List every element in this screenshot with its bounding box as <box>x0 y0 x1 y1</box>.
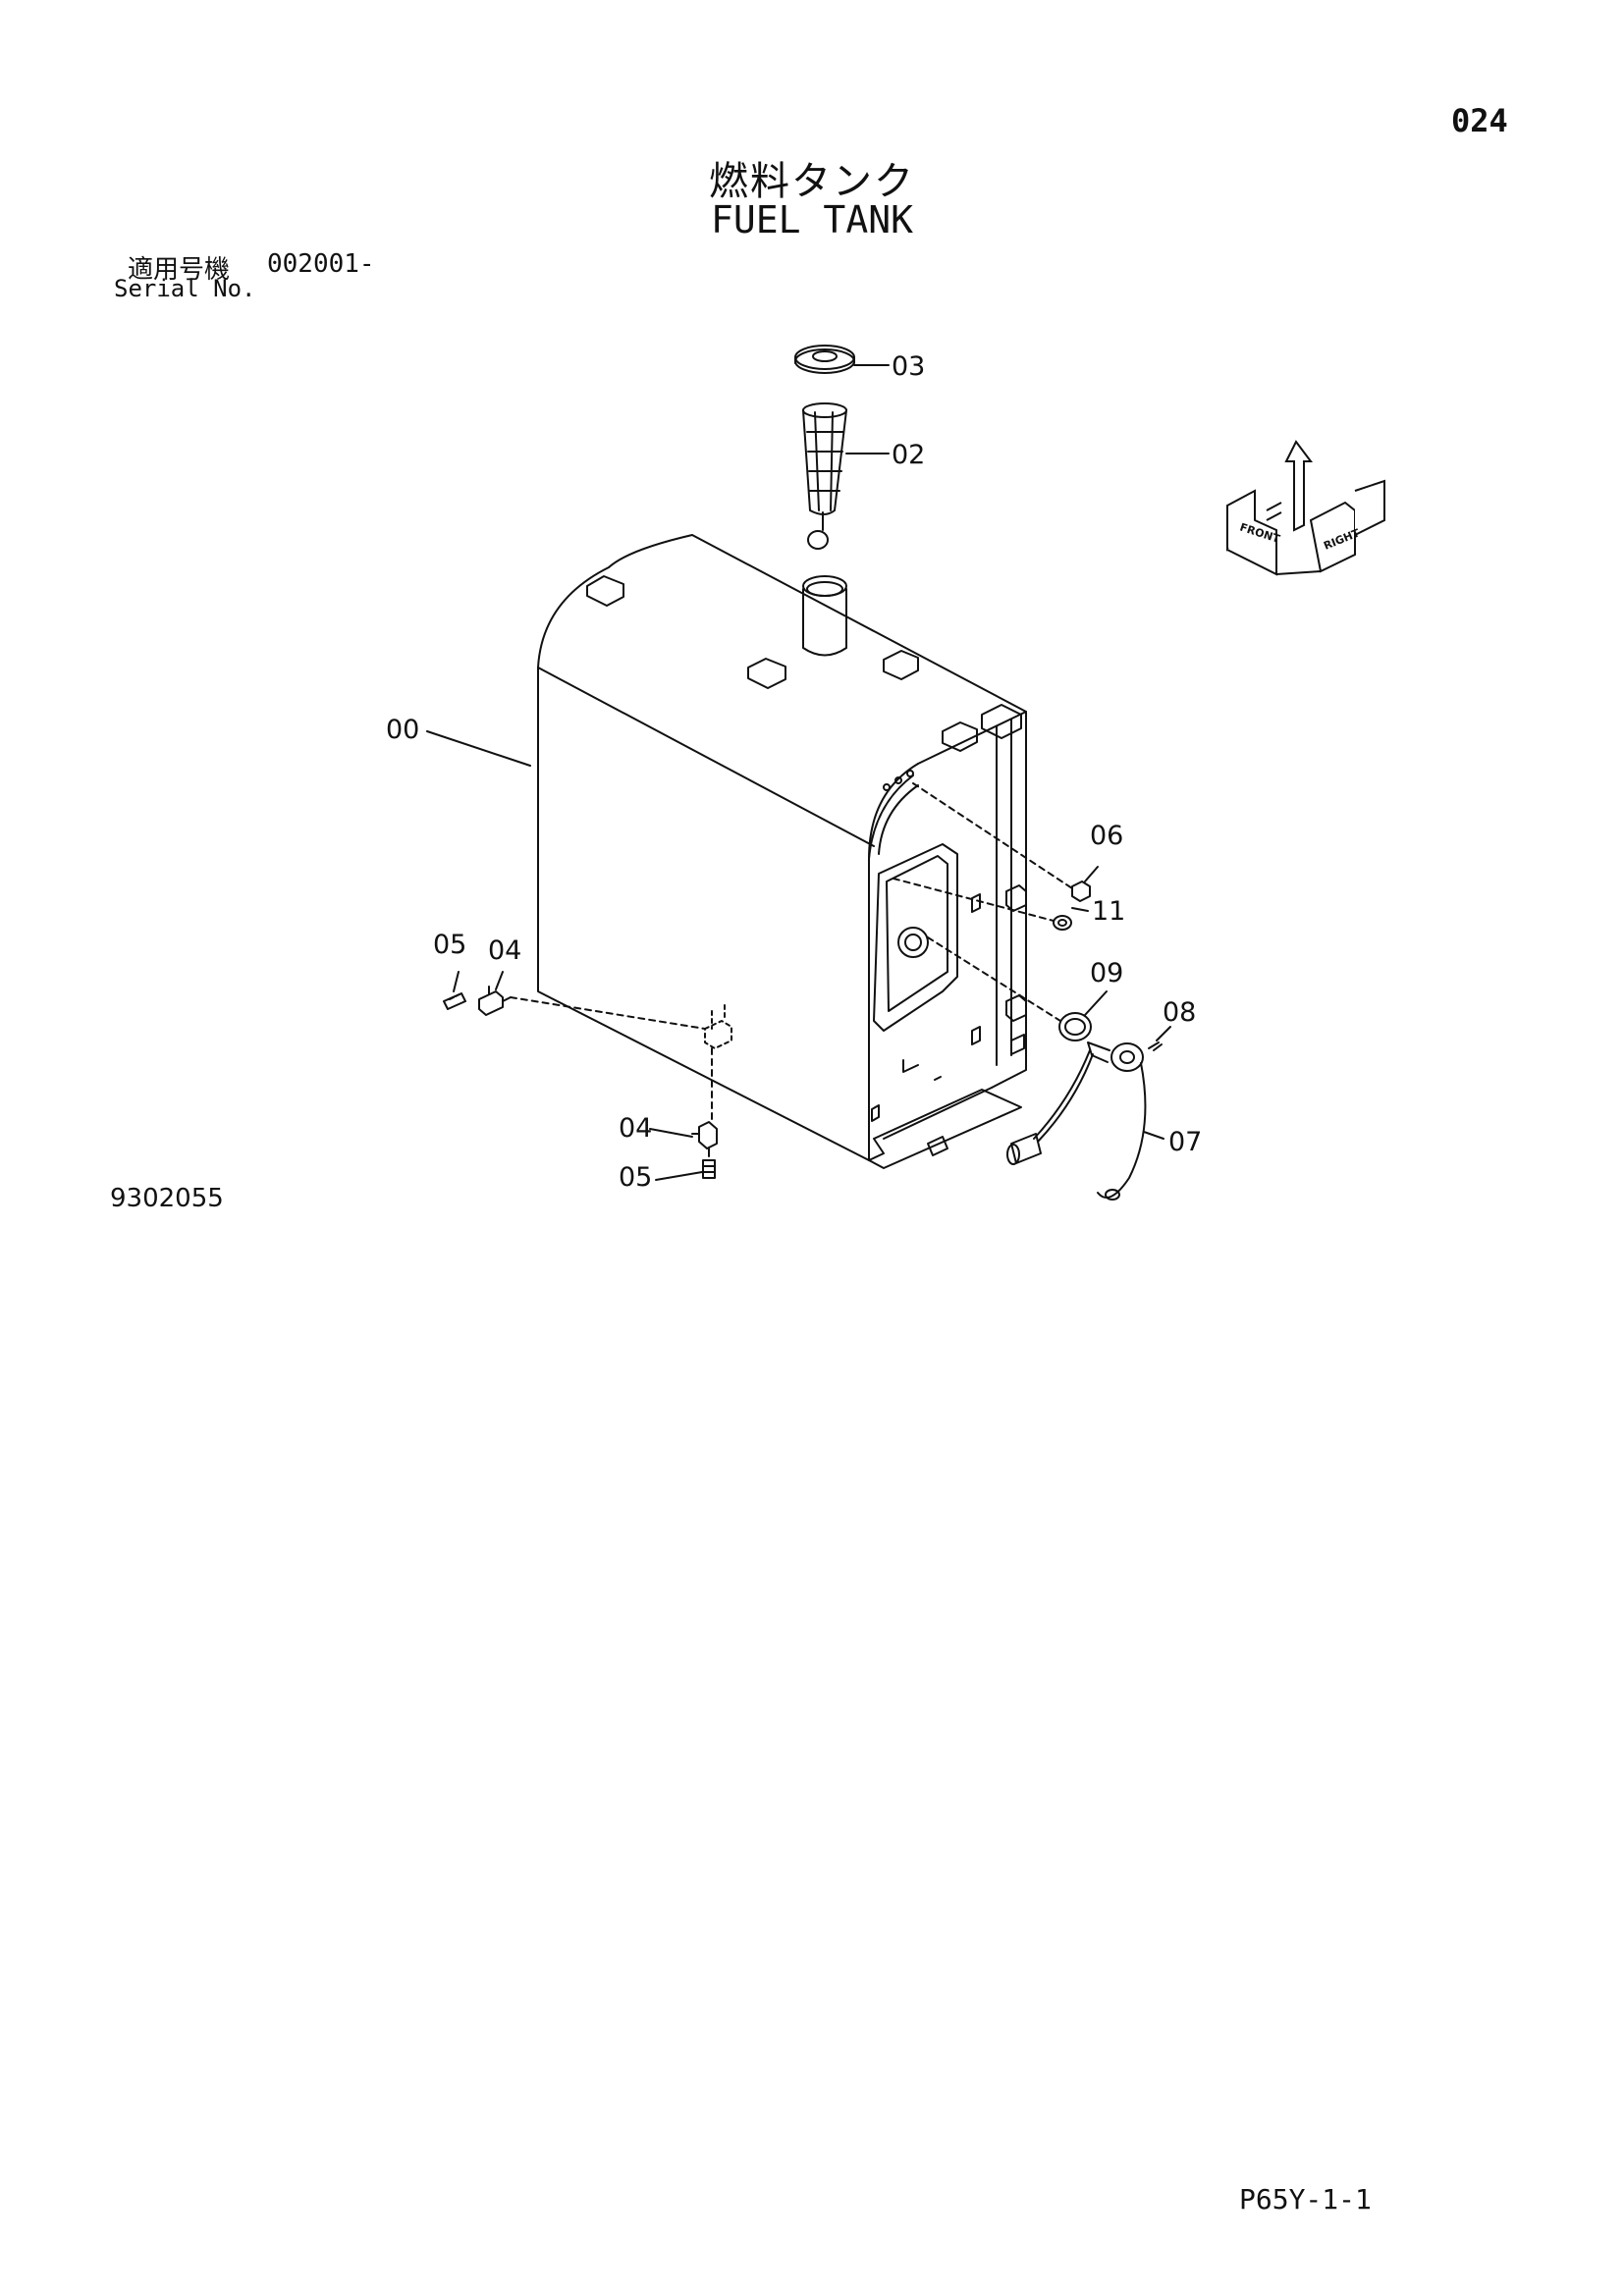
callout-plug-bottom: 05 <box>619 1162 652 1193</box>
screw <box>1148 1041 1163 1051</box>
fuel-level-sender <box>1006 1041 1147 1201</box>
callout-gasket: 09 <box>1090 958 1123 988</box>
callout-valve-bottom: 04 <box>619 1113 652 1144</box>
serial-label-japanese: 適用号機 <box>128 255 231 285</box>
page-number: 024 <box>1451 102 1508 139</box>
orientation-arrow-icon: FRONT RIGHT <box>1226 440 1385 576</box>
filler-strainer <box>802 402 847 550</box>
drain-plug-left <box>443 992 466 1010</box>
nut <box>1071 881 1091 902</box>
serial-label-english: Serial No. <box>114 275 256 302</box>
fuel-tank-body <box>537 534 1027 1169</box>
title-japanese: 燃料タンク <box>709 159 915 204</box>
callout-plug-left: 05 <box>433 930 466 960</box>
drain-plug-bottom <box>702 1159 716 1179</box>
figure-number: 9302055 <box>110 1184 224 1213</box>
title-english: FUEL TANK <box>711 198 913 241</box>
callout-nut: 06 <box>1090 821 1123 851</box>
callout-screw: 08 <box>1163 997 1196 1028</box>
drain-valve-bottom <box>691 1121 718 1157</box>
callout-cap: 03 <box>892 351 925 382</box>
gasket <box>1058 1012 1092 1041</box>
filler-cap <box>794 345 855 374</box>
callout-strainer: 02 <box>892 440 925 470</box>
callout-sender: 07 <box>1168 1127 1202 1157</box>
callout-tank: 00 <box>386 715 419 745</box>
washer <box>1053 915 1072 931</box>
drain-valve-left <box>478 986 512 1016</box>
sheet-code: P65Y-1-1 <box>1239 2183 1372 2216</box>
serial-number-value: 002001- <box>267 249 375 279</box>
callout-valve-left: 04 <box>488 935 521 966</box>
callout-washer: 11 <box>1092 896 1125 927</box>
